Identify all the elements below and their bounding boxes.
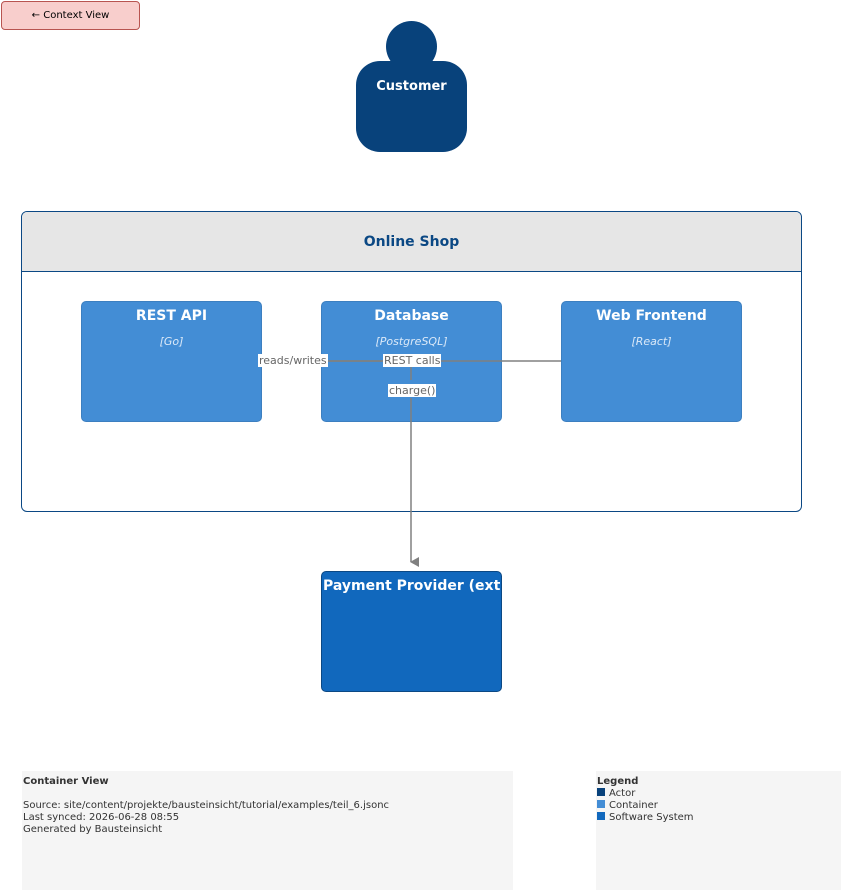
actor-swatch-icon (597, 788, 605, 796)
container-tech: [React] (631, 335, 672, 348)
web-frontend-container[interactable]: Web Frontend [React] (561, 301, 742, 422)
container-swatch-icon (597, 800, 605, 808)
context-view-button[interactable]: ← Context View (1, 1, 140, 30)
source-path: Source: site/content/projekte/bausteinsi… (23, 800, 390, 811)
diagram-info-box: Container View Source: site/content/proj… (22, 771, 513, 890)
actor-label: Customer (376, 79, 447, 94)
legend-label: Container (609, 800, 658, 811)
edge-label-rest-calls: REST calls (383, 354, 442, 367)
legend-item: Actor (597, 788, 840, 800)
legend-box: Legend Actor Container Software System (596, 771, 841, 890)
system-title: Payment Provider (ext (323, 578, 501, 594)
actor-body (356, 61, 467, 152)
edge-label-reads-writes: reads/writes (258, 354, 328, 367)
payment-provider-system[interactable]: Payment Provider (ext (321, 571, 502, 692)
edge-label-charge: charge() (388, 384, 437, 397)
last-synced: Last synced: 2026-06-28 08:55 (23, 812, 180, 823)
generated-by: Generated by Bausteinsicht (23, 824, 163, 835)
legend-title: Legend (597, 776, 639, 787)
customer-actor[interactable]: Customer (356, 21, 467, 152)
legend-label: Software System (609, 812, 694, 823)
view-title: Container View (23, 776, 109, 787)
boundary-title: Online Shop (22, 212, 801, 272)
software-system-swatch-icon (597, 812, 605, 820)
container-title: Web Frontend (596, 308, 707, 324)
legend-item: Software System (597, 812, 840, 824)
container-tech: [PostgreSQL] (375, 335, 448, 348)
container-tech: [Go] (159, 335, 184, 348)
container-title: REST API (135, 308, 208, 324)
container-title: Database (374, 308, 449, 324)
legend-label: Actor (609, 788, 636, 799)
legend-item: Container (597, 800, 840, 812)
rest-api-container[interactable]: REST API [Go] (81, 301, 262, 422)
